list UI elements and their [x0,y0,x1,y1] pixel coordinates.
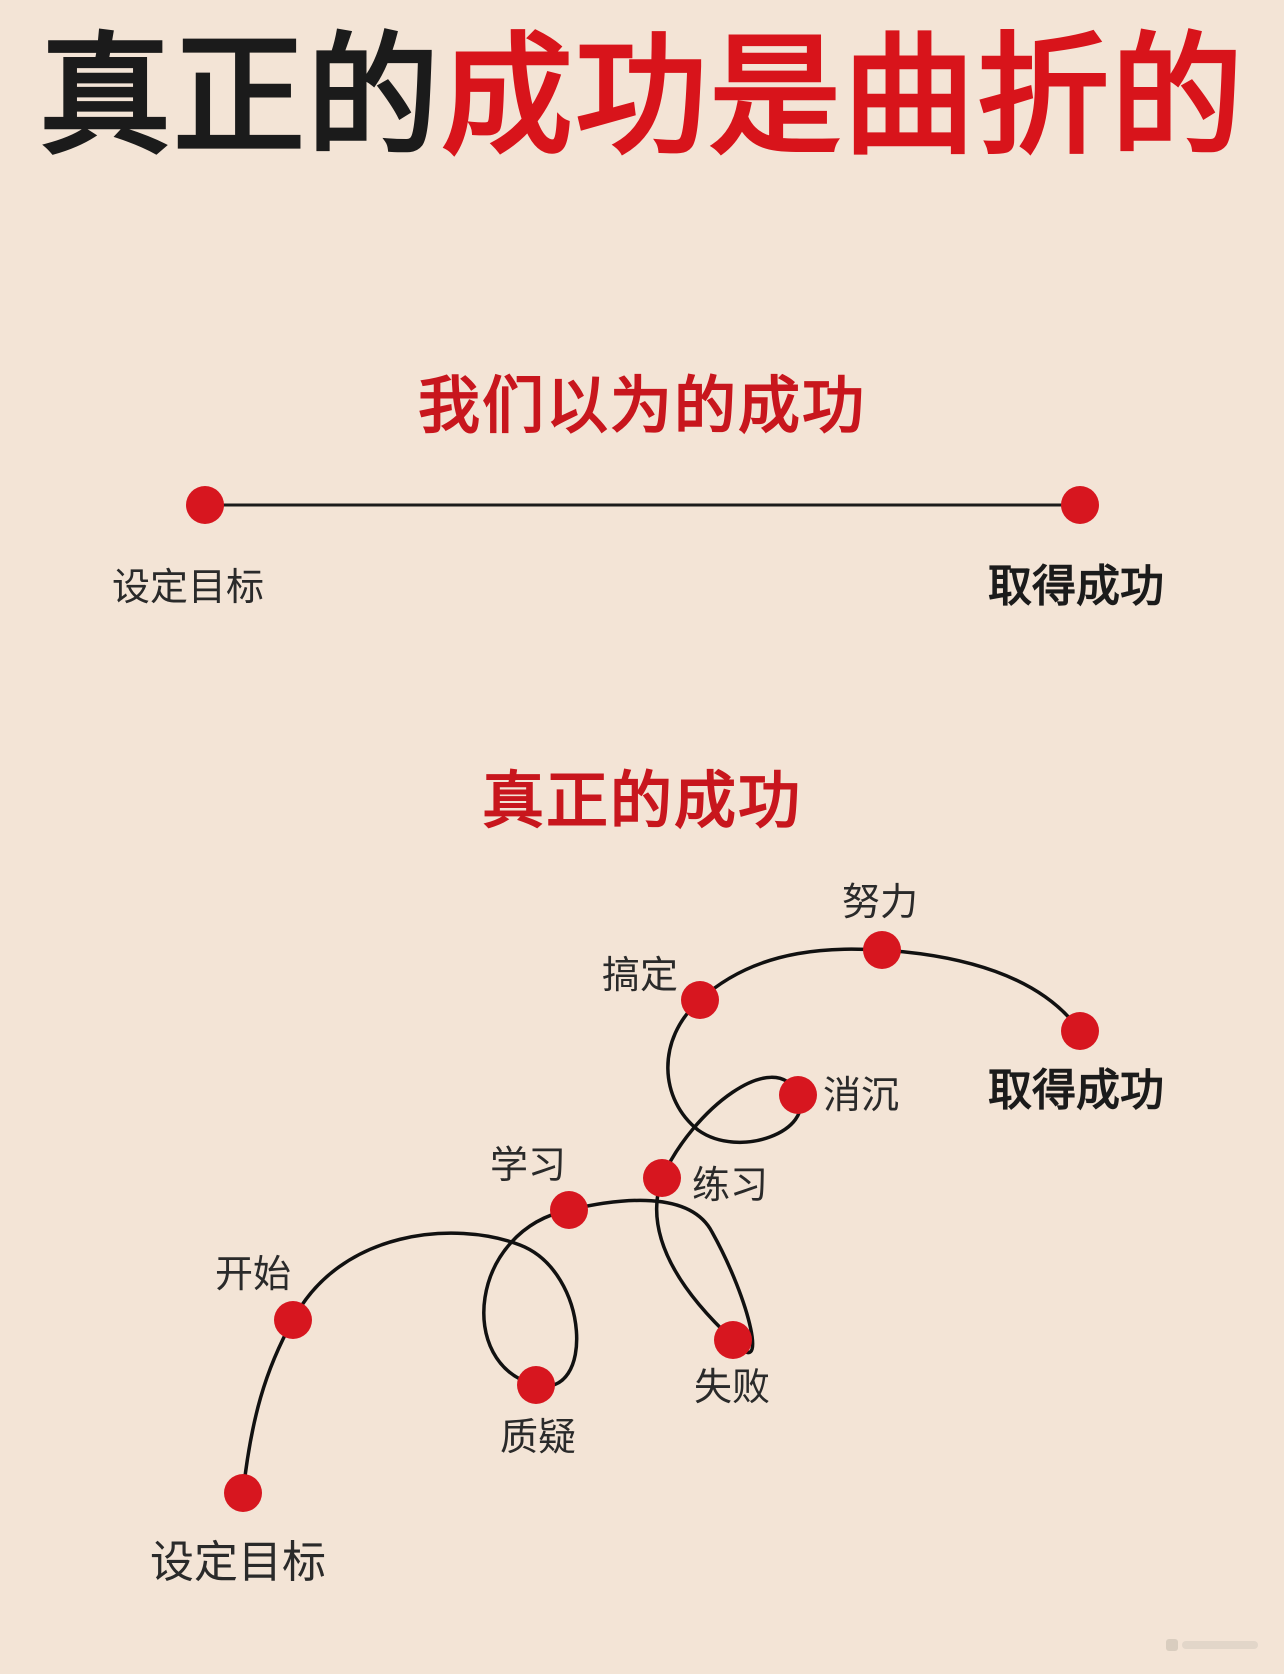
node-fail-label: 失败 [694,1365,771,1409]
node-start-label: 设定目标 [150,1537,326,1588]
node-practice-dot [643,1159,681,1197]
watermark-icon [1166,1639,1258,1651]
node-success-dot [1061,1012,1099,1050]
node-effort-dot [863,931,901,969]
node-effort-label: 努力 [842,880,919,924]
node-slump-label: 消沉 [823,1073,900,1117]
node-fail-dot [714,1321,752,1359]
expected-end-dot [1061,486,1099,524]
expected-end-label: 取得成功 [988,561,1164,612]
expected-success-title: 我们以为的成功 [417,369,866,442]
node-practice-label: 练习 [692,1163,769,1207]
node-start-dot [224,1474,262,1512]
node-begin-label: 开始 [215,1252,292,1296]
real-path-curve [241,947,1082,1494]
node-doubt-dot [517,1366,555,1404]
node-success-label: 取得成功 [988,1065,1164,1116]
node-begin-dot [274,1301,312,1339]
main-title-red: 成功是曲折的 [441,20,1245,174]
node-done-label: 搞定 [602,953,679,997]
node-done-dot [681,981,719,1019]
node-slump-dot [779,1076,817,1114]
real-success-title: 真正的成功 [481,764,802,837]
expected-start-dot [186,486,224,524]
expected-start-label: 设定目标 [112,565,265,609]
node-doubt-label: 质疑 [500,1415,577,1459]
node-learn-dot [550,1191,588,1229]
node-learn-label: 学习 [490,1143,567,1187]
main-title-dark: 真正的 [39,20,441,174]
main-title: 真正的成功是曲折的 [0,22,1284,172]
